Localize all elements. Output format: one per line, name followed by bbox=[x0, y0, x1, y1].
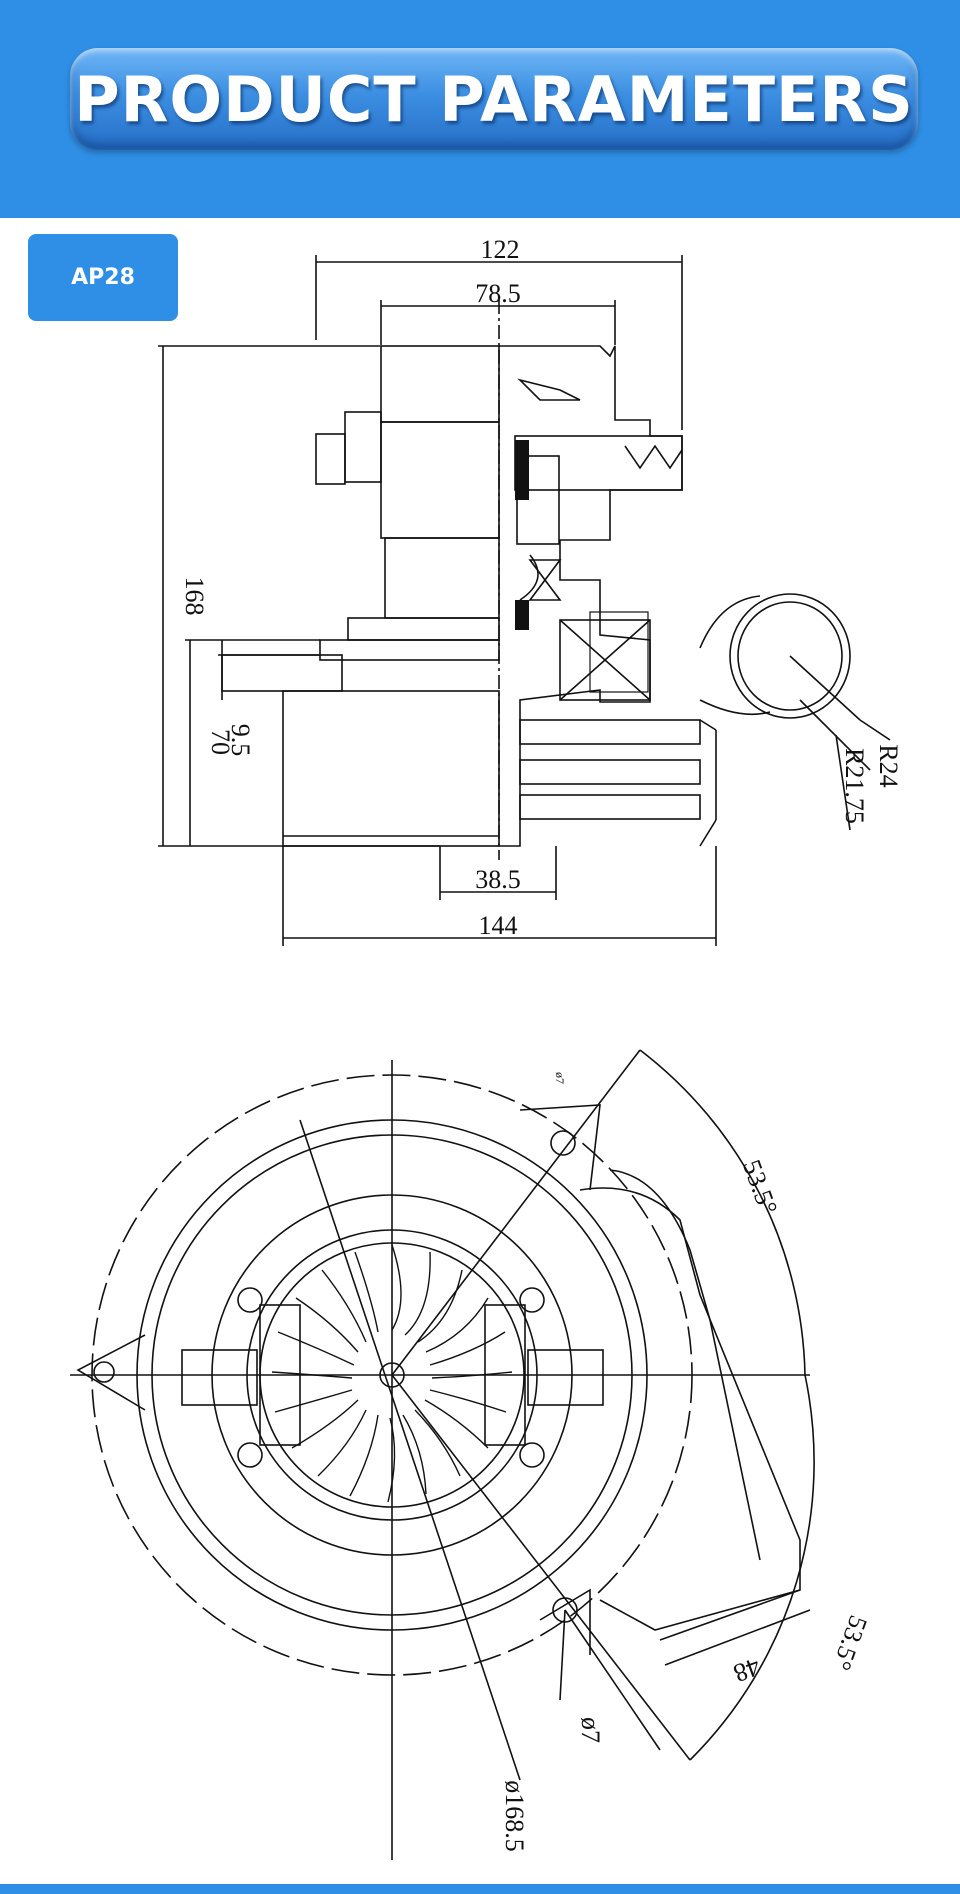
dim-base-width: 144 bbox=[479, 911, 518, 940]
model-label: AP28 bbox=[71, 265, 135, 290]
dim-inner-radius: R21.75 bbox=[840, 748, 869, 824]
dim-lower-height: 70 bbox=[206, 729, 235, 755]
dim-hole-diameter-small: ø7 bbox=[553, 1072, 567, 1084]
dim-outer-radius: R24 bbox=[874, 744, 903, 787]
dim-angle-upper: 53.5° bbox=[737, 1156, 783, 1218]
title-banner: PRODUCT PARAMETERS bbox=[70, 48, 918, 150]
dim-angle-lower: 53.5° bbox=[827, 1612, 873, 1674]
page-title: PRODUCT PARAMETERS bbox=[74, 62, 914, 136]
header-band: PRODUCT PARAMETERS bbox=[0, 0, 960, 218]
dim-outlet-width: 48 bbox=[730, 1652, 764, 1688]
model-badge: AP28 bbox=[28, 234, 178, 321]
footer-band bbox=[0, 1884, 960, 1894]
side-view-drawing: 122 78.5 168 70 9.5 38.5 144 R24 R21.75 bbox=[158, 235, 903, 946]
dim-base-offset: 38.5 bbox=[475, 865, 521, 894]
impeller-vanes bbox=[271, 1244, 513, 1503]
dim-total-height: 168 bbox=[180, 577, 209, 616]
dim-outer-diameter: ø168.5 bbox=[500, 1780, 529, 1852]
dim-hole-diameter: ø7 bbox=[576, 1717, 605, 1743]
dim-top-width: 122 bbox=[481, 235, 520, 264]
dim-inner-width: 78.5 bbox=[475, 279, 521, 308]
dim-offset: 9.5 bbox=[226, 724, 255, 757]
